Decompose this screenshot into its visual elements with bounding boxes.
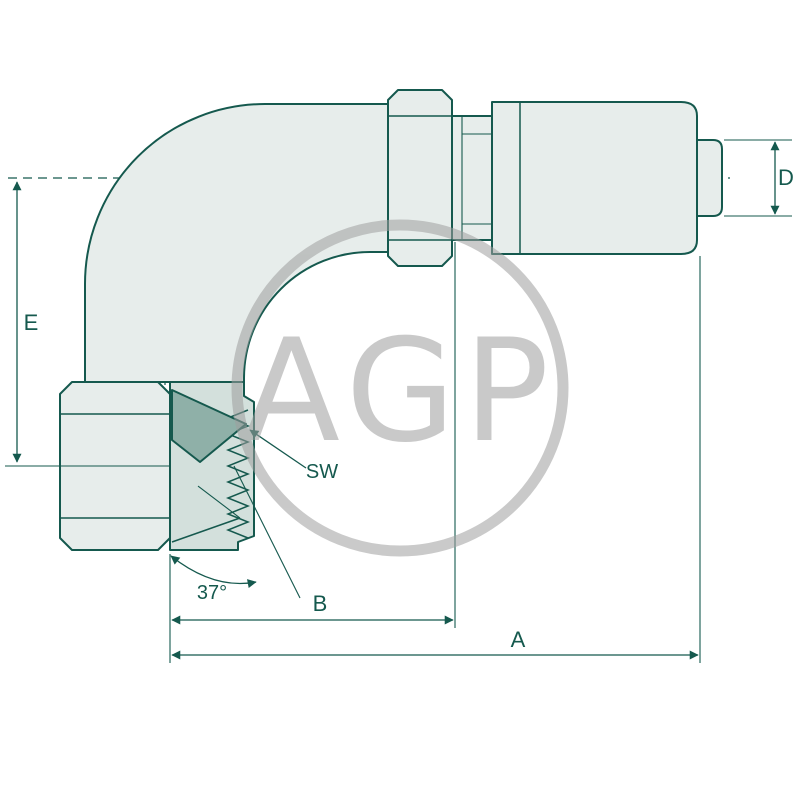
dim-e-label: E — [24, 310, 39, 335]
elbow-body — [84, 103, 401, 383]
ferrule — [491, 101, 698, 255]
dimension-b: B — [169, 242, 456, 663]
wrench-size-callout: SW — [249, 429, 338, 483]
collar — [451, 115, 493, 241]
hose-tail — [696, 139, 723, 217]
sw-leader-line — [249, 429, 307, 469]
sw-label: SW — [306, 461, 338, 483]
dimension-a: A — [171, 256, 701, 663]
angle-extension-line — [233, 465, 301, 599]
watermark-circle — [231, 219, 569, 557]
dimension-d: D — [724, 139, 794, 217]
flare-skirt-line — [171, 517, 241, 543]
watermark-text: AGP — [243, 309, 557, 474]
flare-cone — [171, 389, 247, 463]
angle-dimension: 37° — [170, 465, 301, 604]
dimension-e: E — [5, 181, 170, 467]
dim-a-label: A — [511, 627, 526, 652]
watermark: AGP — [231, 219, 569, 557]
angle-label: 37° — [197, 582, 227, 604]
dim-d-label: D — [778, 165, 794, 190]
angle-arc — [170, 555, 257, 588]
flare-skirt-line — [197, 485, 241, 519]
dim-b-label: B — [313, 591, 328, 616]
